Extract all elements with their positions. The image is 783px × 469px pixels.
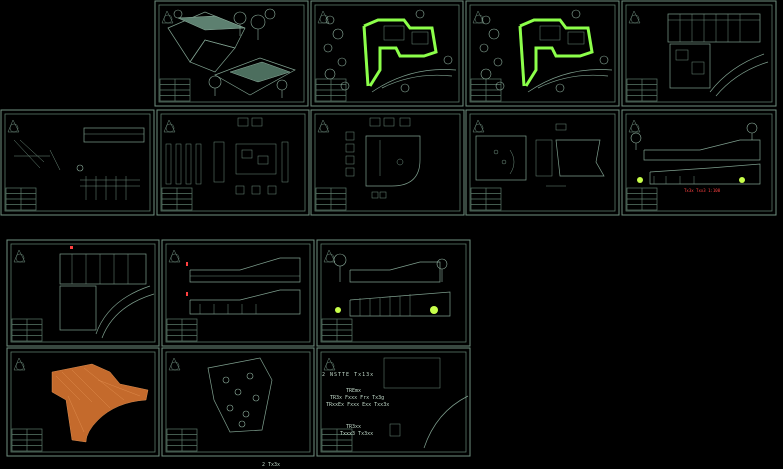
sheet-13-roof-hatch (51, 363, 149, 443)
sheet-09-elevation: Tx3x Txx3 1:100 (630, 122, 761, 193)
sheet-02-frame[interactable] (310, 0, 464, 107)
model-footer-label: 2 Tx3x (262, 462, 280, 468)
sheet-12-frame[interactable] (316, 239, 471, 347)
sheet-14-frame[interactable] (161, 347, 315, 457)
sheet-07-frame[interactable] (310, 109, 465, 216)
cover-title: 2 NSTTE Tx13x (322, 372, 374, 378)
sheet-06-details (165, 117, 289, 195)
sheet-02-site-plan (323, 9, 457, 93)
sheet-10-floor-plan (59, 246, 155, 339)
elevation-caption: Tx3x Txx3 1:100 (684, 188, 721, 193)
sheet-05-frame[interactable] (0, 109, 155, 216)
sheet-11-elevations (186, 257, 301, 315)
sheet-03-site-plan (479, 9, 613, 93)
cover-line-2: TR3x Fxxx Frx Tx3g (330, 395, 384, 401)
cover-line-1: TREmx (346, 388, 361, 394)
sheet-01-frame[interactable] (154, 0, 309, 107)
sheet-01-perspective (167, 8, 296, 98)
sheet-03-frame[interactable] (465, 0, 620, 107)
sheet-04-floor-plan (667, 13, 769, 97)
sheet-12-elevation-trees (333, 253, 451, 317)
sheet-11-frame[interactable] (161, 239, 315, 347)
sheet-14-site (207, 357, 273, 433)
sheet-05-sections (13, 127, 145, 200)
sheet-07-details (345, 117, 421, 199)
sheet-08-plan (475, 123, 605, 187)
sheet-15-frame[interactable] (316, 347, 471, 457)
sheet-04-frame[interactable] (621, 0, 777, 107)
sheet-06-frame[interactable] (156, 109, 310, 216)
cover-line-4: TR3xx (346, 424, 361, 430)
sheet-09-frame[interactable] (621, 109, 777, 216)
cover-line-3: TRxxEx Fxxx Exx Txx3x (326, 402, 389, 408)
sheet-15-cover: 2 NSTTE Tx13x TREmx TR3x Fxxx Frx Tx3g T… (322, 357, 469, 449)
cover-line-5: Txxx3 Tx3xx (340, 431, 373, 437)
sheet-08-frame[interactable] (465, 109, 620, 216)
